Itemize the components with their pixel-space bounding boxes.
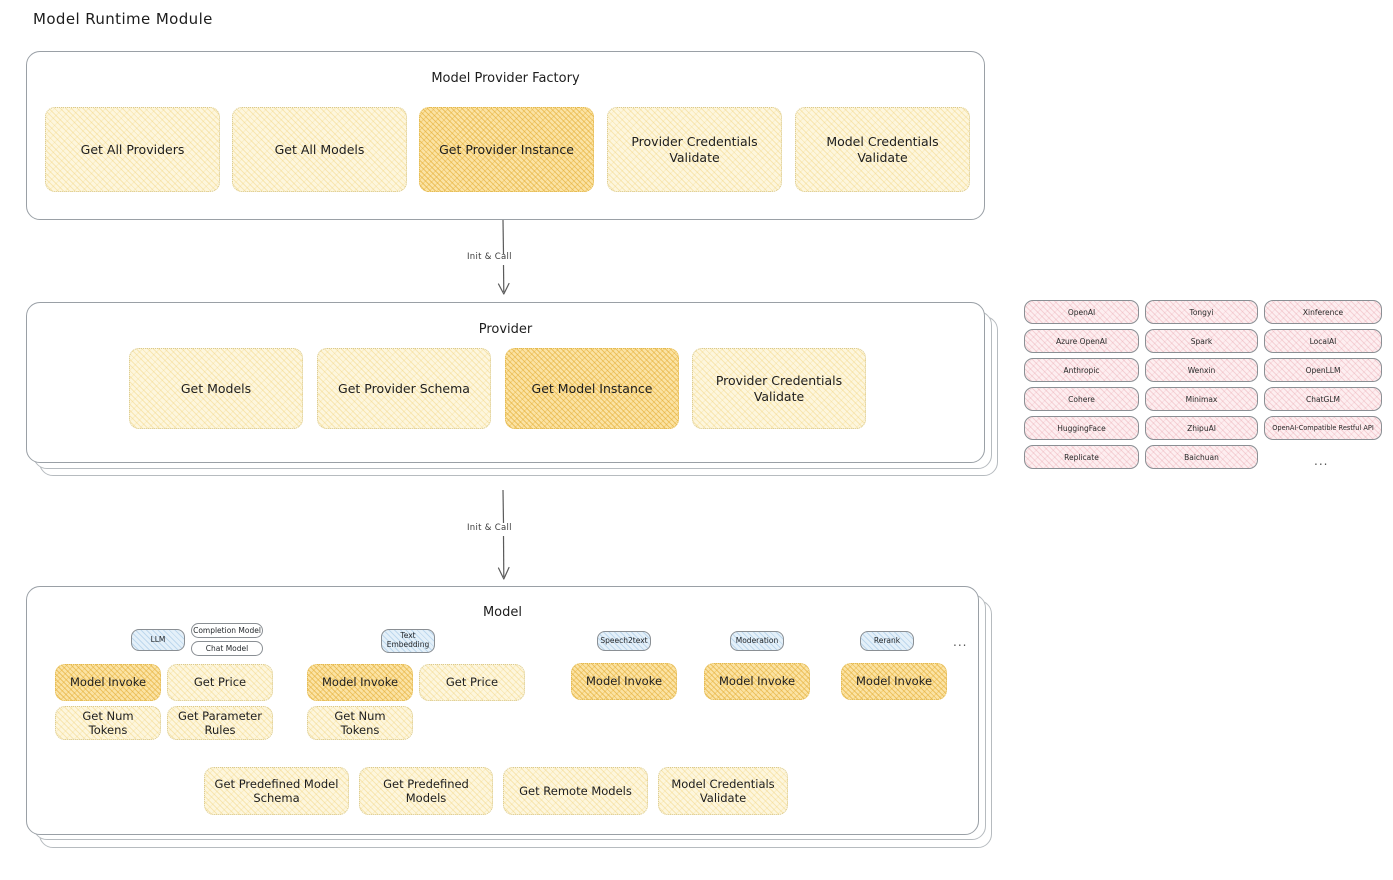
llm-method-model-invoke[interactable]: Model Invoke — [55, 664, 161, 701]
factory-item-get-provider-instance[interactable]: Get Provider Instance — [419, 107, 594, 192]
llm-method-get-price[interactable]: Get Price — [167, 664, 273, 701]
provider-pill-tongyi[interactable]: Tongyi — [1145, 300, 1258, 324]
provider-pill-anthropic[interactable]: Anthropic — [1024, 358, 1139, 382]
model-common-get-predefined-models[interactable]: Get Predefined Models — [359, 767, 493, 815]
provider-item-get-model-instance[interactable]: Get Model Instance — [505, 348, 679, 429]
model-type-tag-llm[interactable]: LLM — [131, 629, 185, 651]
model-type-tag-speech2text[interactable]: Speech2text — [597, 631, 651, 651]
model-provider-factory-card: Model Provider Factory Get All Providers… — [26, 51, 985, 220]
provider-pill-wenxin[interactable]: Wenxin — [1145, 358, 1258, 382]
provider-pill-replicate[interactable]: Replicate — [1024, 445, 1139, 469]
model-common-model-credentials-validate[interactable]: Model Credentials Validate — [658, 767, 788, 815]
provider-pill-xinference[interactable]: Xinference — [1264, 300, 1382, 324]
provider-pill-spark[interactable]: Spark — [1145, 329, 1258, 353]
provider-list: OpenAI Azure OpenAI Anthropic Cohere Hug… — [1024, 300, 1384, 480]
llm-method-get-num-tokens[interactable]: Get Num Tokens — [55, 706, 161, 740]
factory-item-model-credentials-validate[interactable]: Model Credentials Validate — [795, 107, 970, 192]
provider-item-get-models[interactable]: Get Models — [129, 348, 303, 429]
model-subtag-chat-model[interactable]: Chat Model — [191, 641, 263, 656]
model-common-get-predefined-model-schema[interactable]: Get Predefined Model Schema — [204, 767, 349, 815]
model-type-tag-text-embedding[interactable]: Text Embedding — [381, 629, 435, 653]
provider-pill-openai[interactable]: OpenAI — [1024, 300, 1139, 324]
moderation-method-model-invoke[interactable]: Model Invoke — [704, 663, 810, 700]
model-type-tag-moderation[interactable]: Moderation — [730, 631, 784, 651]
factory-item-provider-credentials-validate[interactable]: Provider Credentials Validate — [607, 107, 782, 192]
llm-method-get-parameter-rules[interactable]: Get Parameter Rules — [167, 706, 273, 740]
provider-pill-cohere[interactable]: Cohere — [1024, 387, 1139, 411]
provider-pill-openllm[interactable]: OpenLLM — [1264, 358, 1382, 382]
model-provider-factory-title: Model Provider Factory — [431, 71, 580, 86]
text-embedding-method-get-num-tokens[interactable]: Get Num Tokens — [307, 706, 413, 740]
model-common-get-remote-models[interactable]: Get Remote Models — [503, 767, 648, 815]
provider-pill-azure-openai[interactable]: Azure OpenAI — [1024, 329, 1139, 353]
model-title: Model — [482, 605, 523, 620]
provider-pill-huggingface[interactable]: HuggingFace — [1024, 416, 1139, 440]
model-type-tag-rerank[interactable]: Rerank — [860, 631, 914, 651]
speech2text-method-model-invoke[interactable]: Model Invoke — [571, 663, 677, 700]
provider-pill-minimax[interactable]: Minimax — [1145, 387, 1258, 411]
provider-pill-openai-compatible-restful-api[interactable]: OpenAI-Compatible Restful API — [1264, 416, 1382, 440]
factory-item-get-all-models[interactable]: Get All Models — [232, 107, 407, 192]
provider-pill-localai[interactable]: LocalAI — [1264, 329, 1382, 353]
text-embedding-method-model-invoke[interactable]: Model Invoke — [307, 664, 413, 701]
provider-pill-chatglm[interactable]: ChatGLM — [1264, 387, 1382, 411]
text-embedding-method-get-price[interactable]: Get Price — [419, 664, 525, 701]
arrow-down-icon — [497, 219, 510, 295]
provider-pill-zhipuai[interactable]: ZhipuAI — [1145, 416, 1258, 440]
provider-title: Provider — [478, 322, 533, 337]
arrow-down-icon — [497, 489, 510, 580]
arrow-provider-to-model: Init & Call — [467, 489, 540, 586]
factory-item-get-all-providers[interactable]: Get All Providers — [45, 107, 220, 192]
provider-card: Provider Get Models Get Provider Schema … — [26, 302, 985, 463]
provider-item-get-provider-schema[interactable]: Get Provider Schema — [317, 348, 491, 429]
page-title: Model Runtime Module — [33, 10, 213, 28]
arrow-factory-to-provider: Init & Call — [467, 219, 540, 302]
rerank-method-model-invoke[interactable]: Model Invoke — [841, 663, 947, 700]
arrow-label-init-and-call-2: Init & Call — [467, 523, 512, 533]
provider-list-more: ... — [1314, 454, 1329, 468]
model-types-more: ... — [953, 635, 968, 649]
model-subtag-completion-model[interactable]: Completion Model — [191, 623, 263, 638]
model-card: Model LLM Completion Model Chat Model Mo… — [26, 586, 979, 835]
arrow-label-init-and-call-1: Init & Call — [467, 252, 512, 262]
provider-item-provider-credentials-validate[interactable]: Provider Credentials Validate — [692, 348, 866, 429]
provider-pill-baichuan[interactable]: Baichuan — [1145, 445, 1258, 469]
